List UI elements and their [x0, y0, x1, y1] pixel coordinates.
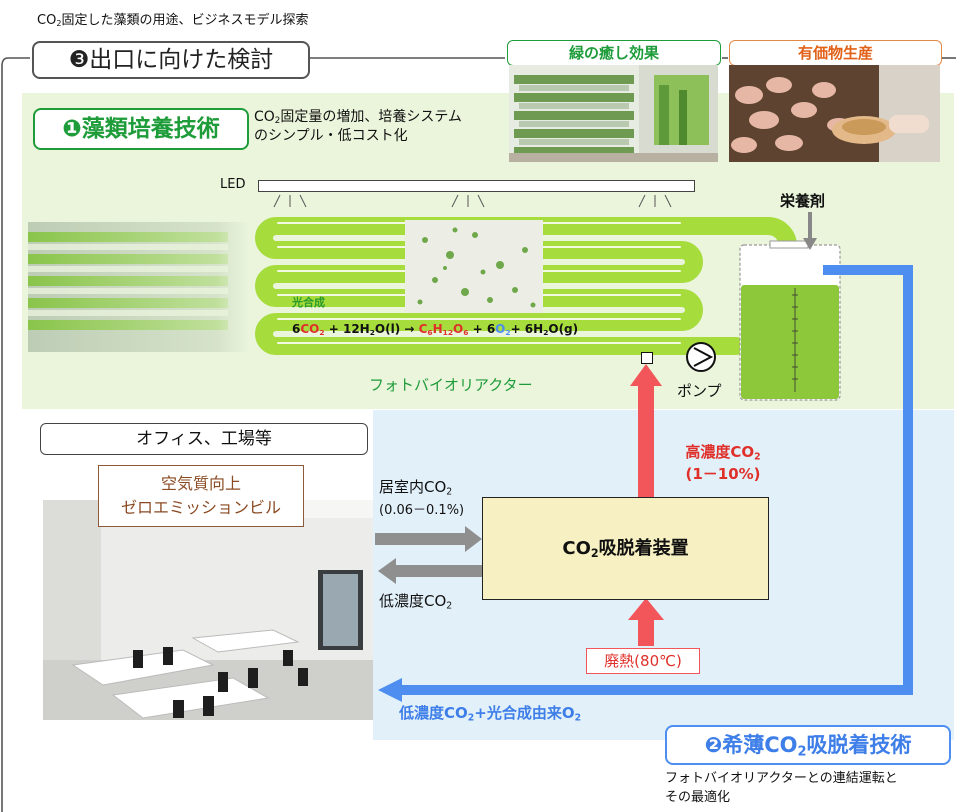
photosynthesis-label: 光合成 — [292, 296, 325, 309]
section1-desc-line2: のシンプル・低コスト化 — [254, 128, 408, 144]
indoor-co2-label: 居室内CO2 (0.06－0.1%) — [379, 476, 464, 522]
return-air-label: 低濃度CO2+光合成由来O2 — [399, 704, 582, 724]
low-co2-label: 低濃度CO2 — [379, 592, 453, 612]
section2-desc-line2: その最適化 — [665, 790, 731, 805]
algae-rack-photo — [28, 222, 250, 352]
air-quality-line1: 空気質向上 — [160, 474, 241, 493]
air-quality-label: 空気質向上 ゼロエミッションビル — [98, 465, 304, 527]
led-light-rays — [273, 194, 672, 208]
indoor-co2-text: 居室内CO2 — [379, 478, 453, 498]
section2-description: フォトバイオリアクターとの連結運転と その最適化 — [665, 769, 898, 807]
led-bar — [258, 180, 695, 192]
office-label: オフィス、工場等 — [40, 423, 368, 455]
high-co2-label: 高濃度CO2 (1－10%) — [668, 441, 778, 485]
section3-title: ❸出口に向けた検討 — [32, 41, 310, 79]
air-quality-line2: ゼロエミッションビル — [120, 498, 281, 517]
office-interior-photo — [43, 500, 373, 720]
co2-adsorption-device: CO2吸脱着装置 — [482, 497, 769, 600]
microalgae-microscope-photo — [405, 220, 543, 313]
high-co2-range: (1－10%) — [685, 465, 761, 483]
indoor-co2-range: (0.06－0.1%) — [379, 503, 465, 518]
tag-green-healing: 緑の癒し効果 — [507, 40, 721, 66]
pump-icon — [686, 342, 716, 372]
inlet-connector — [641, 352, 653, 364]
pump-label: ポンプ — [677, 382, 722, 400]
high-co2-text: 高濃度CO2 — [685, 443, 761, 463]
photosynthesis-equation: 6CO2 + 12H2O(l) → C6H12O6 + 6O2+ 6H2O(g) — [292, 322, 579, 337]
waste-heat-label: 廃熱(80℃) — [586, 648, 700, 674]
section1-desc-line1: CO2固定量の増加、培養システム — [254, 109, 462, 127]
photobioreactor-label: フォトバイオリアクター — [369, 376, 533, 394]
page-caption: CO2固定した藻類の用途、ビジネスモデル探索 — [37, 13, 309, 28]
section2-desc-line1: フォトバイオリアクターとの連結運転と — [665, 771, 898, 786]
led-label: LED — [220, 177, 246, 192]
section2-title: ❷希薄CO2吸脱着技術 — [665, 725, 951, 765]
nutrient-label: 栄養剤 — [780, 192, 826, 210]
tag-valuable-production: 有価物生産 — [729, 40, 942, 66]
nutrient-arrow — [803, 212, 817, 250]
livestock-photo — [729, 65, 940, 162]
section1-description: CO2固定量の増加、培養システム のシンプル・低コスト化 — [254, 108, 462, 146]
section1-title: ❶藻類培養技術 — [33, 108, 249, 150]
green-wall-photo — [509, 65, 718, 162]
